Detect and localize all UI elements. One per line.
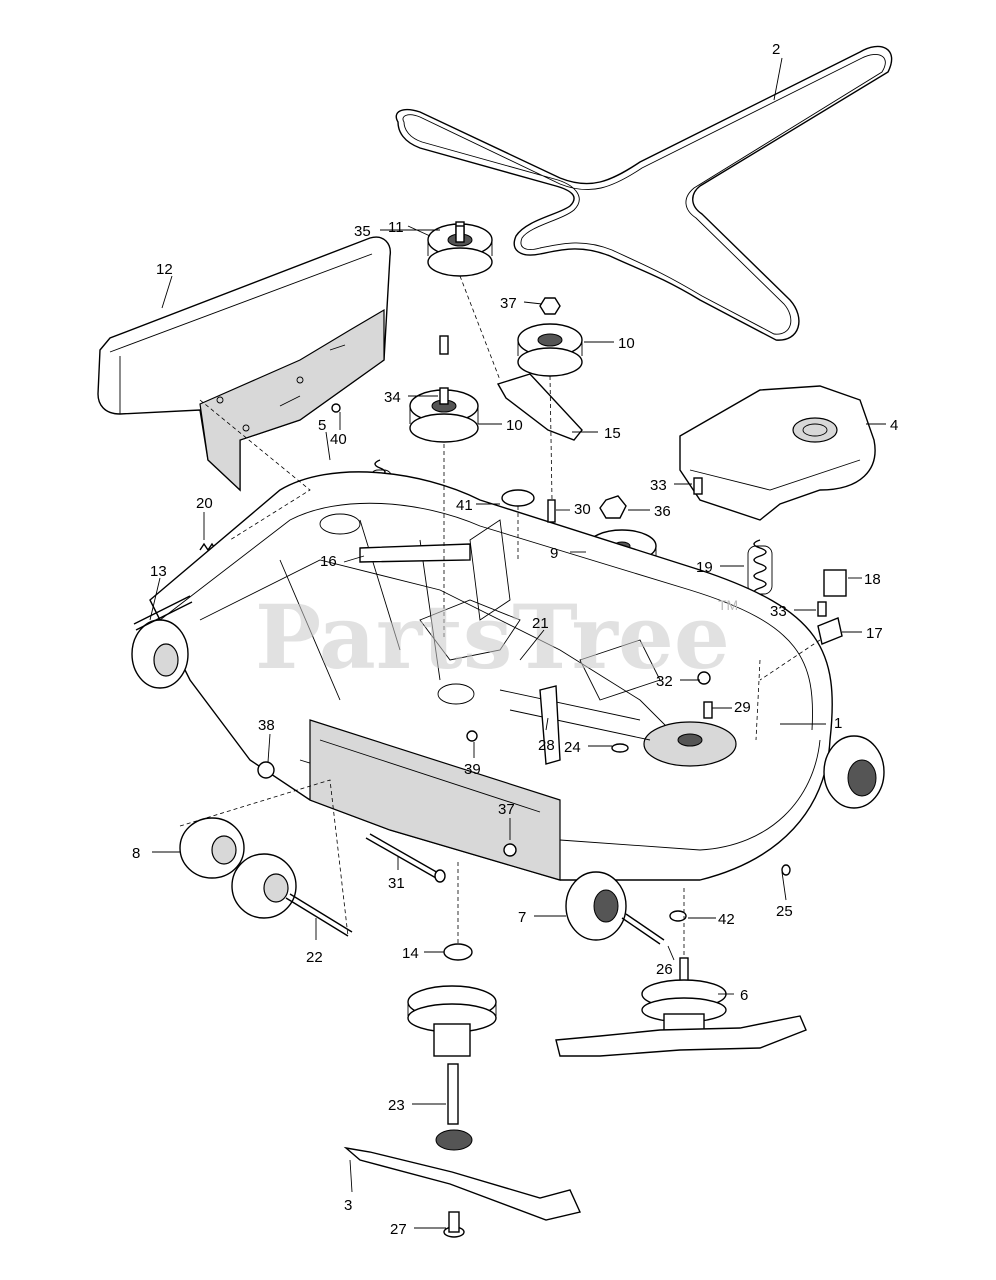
callout-25: 25 [776, 903, 793, 920]
washer-41 [501, 489, 535, 507]
callouts: 2 35 11 12 37 10 34 10 15 4 40 5 41 30 3… [132, 41, 898, 1238]
bolt-35 [455, 225, 465, 243]
rod-28 [539, 685, 561, 765]
callout-32: 32 [656, 673, 673, 690]
callout-37: 37 [500, 295, 517, 312]
assembly-lines [179, 275, 821, 956]
callout-40: 40 [330, 431, 347, 448]
callout-16: 16 [320, 553, 337, 570]
watermark-tm: TM [718, 597, 738, 613]
plug-24 [611, 743, 629, 753]
drive-belt [395, 45, 893, 341]
callout-10: 10 [618, 335, 635, 352]
idler-arm [496, 373, 583, 441]
blade-6 [555, 1015, 807, 1057]
callout-10: 10 [506, 417, 523, 434]
bracket-16 [359, 543, 471, 563]
gauge-wheel-8b [231, 853, 297, 919]
idler-pulley-10a [517, 323, 583, 377]
spindle-assembly-right [641, 957, 727, 1045]
bolt-30 [547, 499, 556, 523]
callout-7: 7 [518, 909, 526, 926]
callout-33: 33 [650, 477, 667, 494]
gauge-wheel-8a [179, 817, 245, 879]
callout-3: 3 [344, 1197, 352, 1214]
nut-39 [466, 730, 478, 742]
callout-42: 42 [718, 911, 735, 928]
callout-23: 23 [388, 1097, 405, 1114]
callout-29: 29 [734, 699, 751, 716]
nut-37b [503, 843, 517, 857]
callout-26: 26 [656, 961, 673, 978]
bolt-29 [703, 701, 713, 719]
callout-30: 30 [574, 501, 591, 518]
bolt-33a [693, 477, 703, 495]
callout-9: 9 [550, 545, 558, 562]
callout-35: 35 [354, 223, 371, 240]
callout-2: 2 [772, 41, 780, 58]
callout-4: 4 [890, 417, 898, 434]
discharge-chute [97, 236, 391, 492]
bolt-34 [439, 335, 449, 355]
nut-36 [599, 495, 627, 519]
rear-wheel-left [131, 619, 189, 689]
plug-25 [781, 864, 791, 876]
spring-19 [747, 539, 773, 597]
callout-12: 12 [156, 261, 173, 278]
callout-19: 19 [696, 559, 713, 576]
callout-33: 33 [770, 603, 787, 620]
bolt-31-head [434, 869, 446, 883]
callout-15: 15 [604, 425, 621, 442]
callout-11: 11 [388, 219, 404, 236]
callout-6: 6 [740, 987, 748, 1004]
callout-20: 20 [196, 495, 213, 512]
callout-22: 22 [306, 949, 323, 966]
gauge-wheel-7 [565, 871, 627, 941]
blade-3 [343, 1146, 581, 1221]
callout-27: 27 [390, 1221, 407, 1238]
rear-wheel-right [823, 735, 885, 809]
callout-28: 28 [538, 737, 555, 754]
watermark: PartsTree [255, 585, 730, 689]
callout-41: 41 [456, 497, 473, 514]
callout-13: 13 [150, 563, 167, 580]
axle-22 [285, 893, 353, 937]
callout-8: 8 [132, 845, 140, 862]
bolt-27 [443, 1211, 465, 1238]
bushing-32 [697, 671, 711, 685]
bolt-33b [817, 601, 827, 617]
callout-18: 18 [864, 571, 881, 588]
callout-36: 36 [654, 503, 671, 520]
washer-42 [669, 910, 687, 922]
callout-1: 1 [834, 715, 842, 732]
hardware-items [257, 225, 847, 922]
bolt-26 [621, 913, 665, 945]
idler-pulley-10b [409, 387, 479, 443]
callout-5: 5 [318, 417, 326, 434]
callout-14: 14 [402, 945, 419, 962]
spindle-assembly-left [407, 943, 497, 1151]
rod-13 [133, 595, 193, 631]
bolt-31 [365, 833, 441, 879]
belt-cover [679, 385, 876, 521]
callout-37: 37 [498, 801, 515, 818]
callout-39: 39 [464, 761, 481, 778]
nut-38 [257, 761, 275, 779]
callout-21: 21 [532, 615, 549, 632]
callout-38: 38 [258, 717, 275, 734]
callout-17: 17 [866, 625, 883, 642]
callout-24: 24 [564, 739, 581, 756]
nut-37 [539, 297, 561, 315]
mower-deck-housing [149, 471, 833, 881]
fitting-18 [823, 569, 847, 597]
callout-34: 34 [384, 389, 401, 406]
nut-40 [331, 403, 341, 413]
bracket-17 [817, 617, 843, 645]
callout-31: 31 [388, 875, 405, 892]
